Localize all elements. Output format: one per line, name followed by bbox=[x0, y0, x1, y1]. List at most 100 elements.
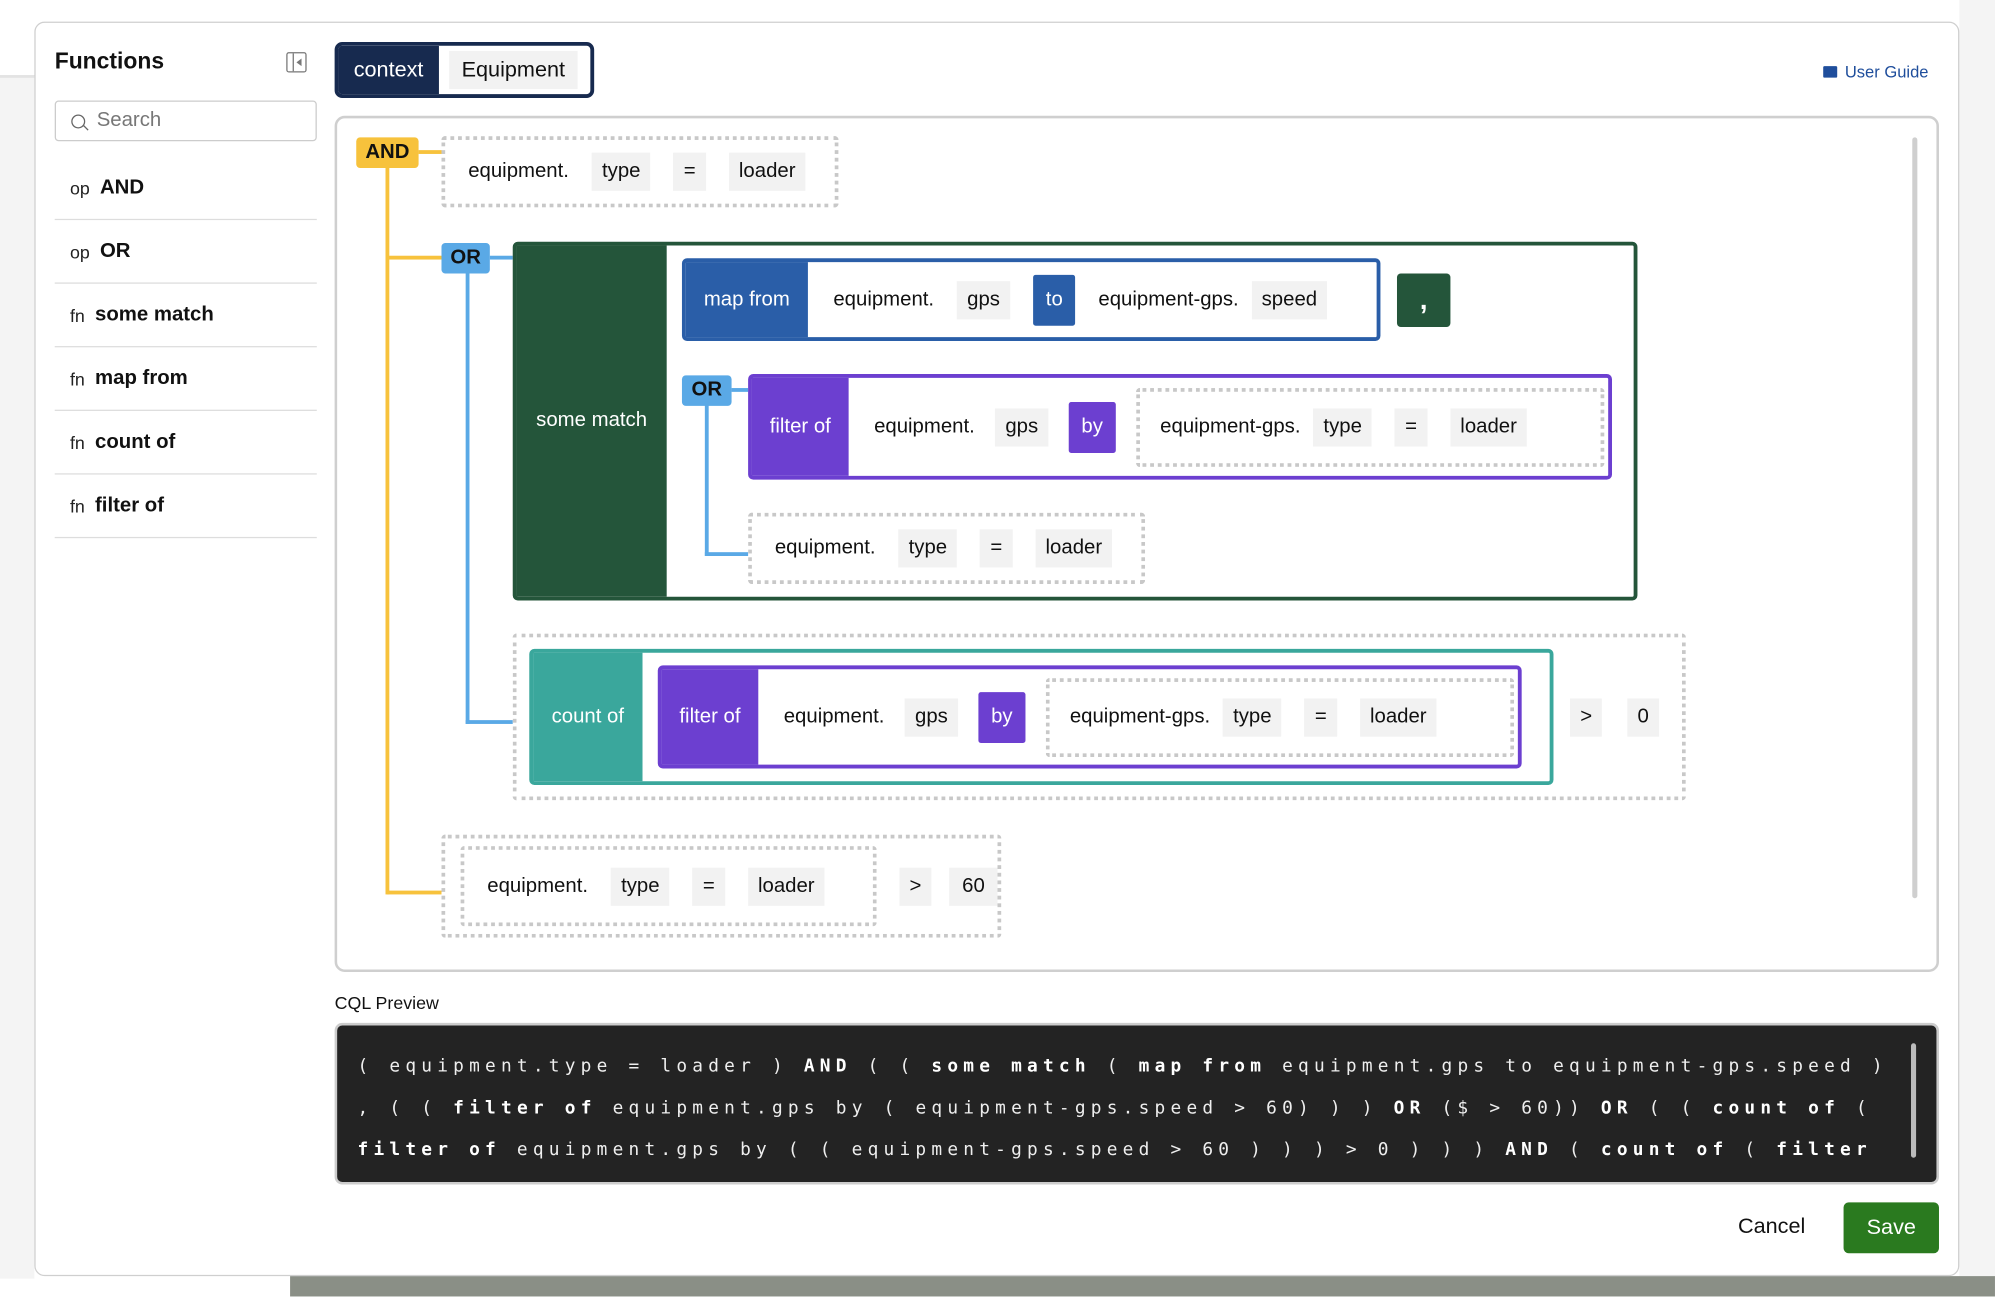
item-kind: fn bbox=[69, 431, 85, 453]
cql-text: equipment.gps by ( ( equipment-gps.speed… bbox=[500, 1139, 1506, 1161]
operator-chip[interactable]: > bbox=[899, 867, 932, 906]
some-match-block[interactable]: some match bbox=[512, 241, 1638, 601]
operator-chip[interactable]: > bbox=[1570, 698, 1603, 737]
cql-text: ( bbox=[1840, 1097, 1872, 1119]
and-connector bbox=[418, 150, 442, 154]
source-field-chip[interactable]: gps bbox=[956, 280, 1011, 319]
or-operator-badge[interactable]: OR bbox=[441, 243, 490, 274]
comparison-block[interactable]: equipment. type = loader > 60 bbox=[441, 834, 1002, 938]
cql-text: ( ( bbox=[851, 1056, 932, 1077]
count-of-label: count of bbox=[533, 652, 643, 782]
filter-of-label: filter of bbox=[751, 377, 849, 476]
and-operator-badge[interactable]: AND bbox=[356, 137, 419, 168]
field-prefix: equipment-gps. bbox=[1069, 705, 1211, 728]
target-field-chip[interactable]: speed bbox=[1251, 280, 1328, 319]
condition-block[interactable]: equipment. type = loader bbox=[441, 136, 839, 208]
cancel-button[interactable]: Cancel bbox=[1737, 1213, 1806, 1238]
function-item-map-from[interactable]: fn map from bbox=[54, 347, 317, 411]
cql-keyword: OR bbox=[1393, 1097, 1426, 1119]
cql-keyword: count of bbox=[1600, 1139, 1729, 1161]
comparison-block[interactable] bbox=[512, 633, 1686, 801]
or-connector bbox=[704, 404, 709, 556]
item-label: map from bbox=[95, 367, 188, 389]
query-canvas bbox=[334, 115, 1939, 973]
function-item-and[interactable]: op AND bbox=[54, 156, 317, 221]
context-value[interactable]: Equipment bbox=[448, 50, 578, 90]
value-chip[interactable]: 0 bbox=[1627, 698, 1659, 737]
item-label: some match bbox=[95, 303, 214, 326]
background-sidebar bbox=[0, 76, 35, 1279]
filter-condition[interactable]: equipment-gps. type = loader bbox=[1045, 677, 1514, 757]
value-chip[interactable]: loader bbox=[1035, 529, 1113, 568]
or-operator-badge[interactable]: OR bbox=[681, 375, 732, 406]
value-chip[interactable]: loader bbox=[728, 152, 806, 191]
by-keyword: by bbox=[1068, 401, 1116, 453]
condition-block[interactable]: equipment. type = loader bbox=[748, 512, 1146, 584]
field-chip[interactable]: type bbox=[591, 152, 651, 191]
field-chip[interactable]: type bbox=[898, 529, 958, 568]
cql-line: , ( ( filter of equipment.gps by ( equip… bbox=[358, 1088, 1937, 1130]
operator-chip[interactable]: = bbox=[980, 529, 1013, 568]
and-connector bbox=[386, 890, 442, 895]
by-keyword: by bbox=[978, 691, 1026, 743]
to-keyword: to bbox=[1033, 274, 1076, 326]
functions-title: Functions bbox=[54, 48, 165, 74]
field-prefix: equipment. bbox=[468, 160, 569, 182]
cql-keyword: filter of bbox=[453, 1097, 597, 1119]
cql-text: ($ > 60)) bbox=[1425, 1097, 1601, 1119]
source-field-chip[interactable]: gps bbox=[995, 407, 1049, 446]
cql-text: ( bbox=[1553, 1139, 1601, 1161]
filter-of-block[interactable]: filter of equipment. gps by equipment-gp… bbox=[748, 374, 1613, 480]
source-field-chip[interactable]: gps bbox=[904, 697, 959, 737]
count-of-block[interactable]: count of bbox=[529, 648, 1554, 786]
map-from-label: map from bbox=[685, 262, 808, 338]
function-item-some-match[interactable]: fn some match bbox=[54, 284, 317, 348]
value-chip[interactable]: loader bbox=[747, 867, 825, 906]
operator-chip[interactable]: = bbox=[1304, 697, 1337, 737]
value-chip[interactable]: loader bbox=[1450, 407, 1528, 446]
value-chip[interactable]: 60 bbox=[949, 867, 998, 906]
cql-keyword: map from bbox=[1138, 1056, 1267, 1077]
book-icon bbox=[1823, 66, 1838, 78]
map-from-block[interactable]: map from equipment. gps to equipment-gps… bbox=[681, 258, 1381, 341]
filter-of-label: filter of bbox=[661, 669, 759, 765]
operator-chip[interactable]: = bbox=[692, 867, 725, 906]
operator-chip[interactable]: = bbox=[673, 152, 706, 191]
filter-condition[interactable]: equipment-gps. type = loader bbox=[1136, 387, 1605, 467]
condition-block[interactable]: equipment. type = loader bbox=[460, 846, 877, 927]
item-label: AND bbox=[99, 176, 145, 198]
item-kind: fn bbox=[69, 304, 85, 326]
cql-keyword: filter bbox=[1776, 1139, 1872, 1161]
or-connector bbox=[704, 552, 749, 556]
item-kind: fn bbox=[69, 368, 85, 389]
field-prefix: equipment-gps. bbox=[1160, 415, 1301, 438]
comma-button[interactable]: , bbox=[1396, 273, 1451, 327]
context-selector[interactable]: context Equipment bbox=[334, 41, 595, 98]
field-chip[interactable]: type bbox=[610, 867, 670, 906]
item-kind: op bbox=[69, 177, 90, 198]
search-input[interactable]: Search bbox=[54, 100, 317, 142]
search-placeholder: Search bbox=[96, 109, 162, 132]
target-prefix: equipment-gps. bbox=[1098, 288, 1239, 310]
operator-chip[interactable]: = bbox=[1394, 407, 1428, 446]
field-chip[interactable]: type bbox=[1222, 697, 1282, 737]
cql-keyword: AND bbox=[1505, 1139, 1554, 1161]
save-button[interactable]: Save bbox=[1843, 1202, 1939, 1254]
cql-scrollbar[interactable] bbox=[1910, 1043, 1917, 1158]
cql-text: ( bbox=[1728, 1139, 1777, 1161]
filter-of-block[interactable]: filter of equipment. gps by equipment-gp… bbox=[657, 665, 1522, 769]
cql-line: filter of equipment.gps by ( ( equipment… bbox=[358, 1130, 1937, 1172]
source-prefix: equipment. bbox=[783, 705, 885, 728]
user-guide-link[interactable]: User Guide bbox=[1823, 62, 1928, 81]
and-connector bbox=[386, 255, 442, 260]
field-chip[interactable]: type bbox=[1313, 407, 1373, 446]
cql-text: , ( ( bbox=[357, 1097, 454, 1119]
canvas-scrollbar[interactable] bbox=[1912, 137, 1918, 899]
and-connector bbox=[385, 166, 390, 895]
collapse-sidebar-icon[interactable] bbox=[286, 52, 307, 73]
or-connector bbox=[489, 255, 513, 260]
value-chip[interactable]: loader bbox=[1359, 697, 1437, 737]
